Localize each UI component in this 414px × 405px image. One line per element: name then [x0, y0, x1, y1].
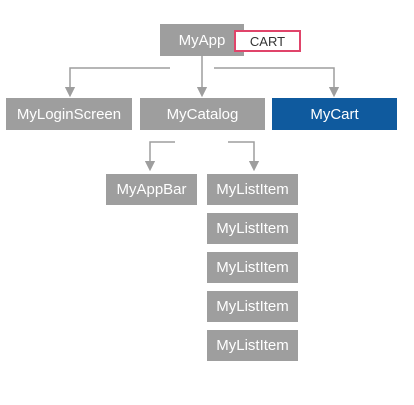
edge-mycatalog-myappbar	[144, 141, 175, 172]
node-myloginscreen: MyLoginScreen	[6, 98, 132, 130]
node-myappbar: MyAppBar	[106, 174, 197, 205]
edge-myapp-mycart	[214, 67, 340, 98]
node-mylistitem: MyListItem	[207, 330, 298, 361]
node-mycart: MyCart	[272, 98, 397, 130]
node-mylistitem: MyListItem	[207, 252, 298, 283]
node-myapp: MyApp	[160, 24, 244, 56]
node-mylistitem: MyListItem	[207, 174, 298, 205]
node-mylistitem: MyListItem	[207, 213, 298, 244]
edge-mycatalog-mylistitem	[228, 141, 260, 172]
node-mycatalog: MyCatalog	[140, 98, 265, 130]
cart-tag: CART	[234, 30, 301, 52]
node-mylistitem: MyListItem	[207, 291, 298, 322]
edge-myapp-myloginscreen	[64, 67, 170, 98]
